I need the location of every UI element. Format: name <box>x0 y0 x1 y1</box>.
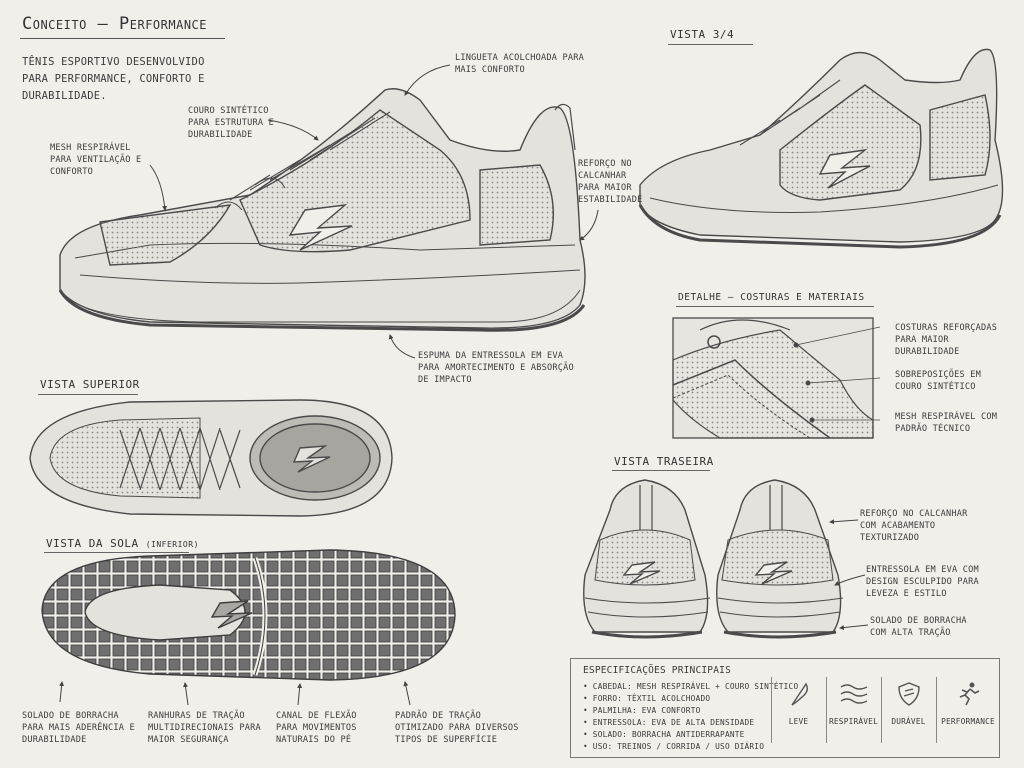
view-title-detalhe: Detalhe – Costuras e materiais <box>678 292 865 303</box>
specs-divider <box>771 677 772 743</box>
feather-icon <box>771 681 826 713</box>
view-subtitle-sola: (inferior) <box>145 540 199 549</box>
note-rear-reforco: Reforço no calcanhar com acabamento text… <box>860 509 968 543</box>
leader-arrows <box>59 64 869 706</box>
feature-performance: Performance <box>936 659 1000 757</box>
note-rear-entressola: Entressola em EVA com design esculpido p… <box>866 565 979 599</box>
top-view-shoe <box>29 399 393 517</box>
feature-duravel: Durável <box>881 659 936 757</box>
spec-item: Forro: têxtil acolchoado <box>583 693 798 705</box>
specs-divider <box>826 677 827 743</box>
side-view-shoe <box>58 88 586 332</box>
rear-view-shoes <box>583 479 844 639</box>
view-title-traseira: Vista traseira <box>614 455 714 468</box>
annotation-couro: Couro sintético para estrutura e durabil… <box>188 106 274 140</box>
note-costuras: Costuras reforçadas para maior durabilid… <box>895 323 998 357</box>
view-title-tres-quartos: Vista 3/4 <box>670 28 735 41</box>
specs-divider <box>936 677 937 743</box>
underline-sola <box>44 552 189 553</box>
shield-icon <box>881 681 936 713</box>
note-sole-padrao: Padrão de tração otimizado para diversos… <box>395 711 519 745</box>
page-title: Conceito – Performance <box>22 14 207 34</box>
sole-view-shoe <box>41 549 456 681</box>
underline-detalhe <box>676 306 874 307</box>
underline-superior <box>38 394 138 395</box>
note-sole-solado: Solado de borracha para mais aderência e… <box>22 711 135 745</box>
annotation-espuma: Espuma da entressola em EVA para amortec… <box>418 351 574 385</box>
note-rear-solado: Solado de borracha com alta tração <box>870 616 967 638</box>
spec-item: Solado: borracha antiderrapante <box>583 729 798 741</box>
specs-list: Cabedal: mesh respirável + couro sintéti… <box>583 681 798 753</box>
underline-traseira <box>612 470 710 471</box>
feature-leve: Leve <box>771 659 826 757</box>
annotation-reforco: Reforço no calcanhar para maior estabili… <box>578 159 643 205</box>
waves-icon <box>826 681 881 713</box>
detail-materials-box <box>672 317 881 439</box>
feature-label: Performance <box>941 717 995 726</box>
spec-item: Uso: treinos / corrida / uso diário <box>583 741 798 753</box>
note-sole-canal: Canal de flexão para movimentos naturais… <box>276 711 357 745</box>
spec-item: Entressola: EVA de alta densidade <box>583 717 798 729</box>
note-sole-ranhuras: Ranhuras de tração multidirecionais para… <box>148 711 261 745</box>
note-sobreposicoes: Sobreposições em couro sintético <box>895 370 981 392</box>
feature-label: Leve <box>788 717 809 726</box>
view-title-sola: Vista da sola (inferior) <box>46 537 199 550</box>
title-underline <box>20 38 225 39</box>
runner-icon <box>936 681 1000 713</box>
underline-tres-quartos <box>668 44 753 45</box>
spec-item: Cabedal: mesh respirável + couro sintéti… <box>583 681 798 693</box>
three-quarter-view-shoe <box>638 48 1004 249</box>
feature-label: Respirável <box>829 717 878 726</box>
specs-divider <box>881 677 882 743</box>
note-mesh-tecnico: Mesh respirável com padrão técnico <box>895 412 998 434</box>
annotation-lingueta: Lingueta acolchoada para mais conforto <box>455 53 584 75</box>
annotation-mesh: Mesh respirável para ventilação e confor… <box>50 143 142 177</box>
intro-text: Tênis esportivo desenvolvido para perfor… <box>22 56 205 102</box>
feature-respiravel: Respirável <box>826 659 881 757</box>
spec-item: Palmilha: EVA conforto <box>583 705 798 717</box>
view-title-superior: Vista superior <box>40 378 140 391</box>
specs-title: Especificações principais <box>583 665 731 676</box>
specs-panel: Especificações principais Cabedal: mesh … <box>570 658 1000 758</box>
feature-label: Durável <box>891 717 926 726</box>
